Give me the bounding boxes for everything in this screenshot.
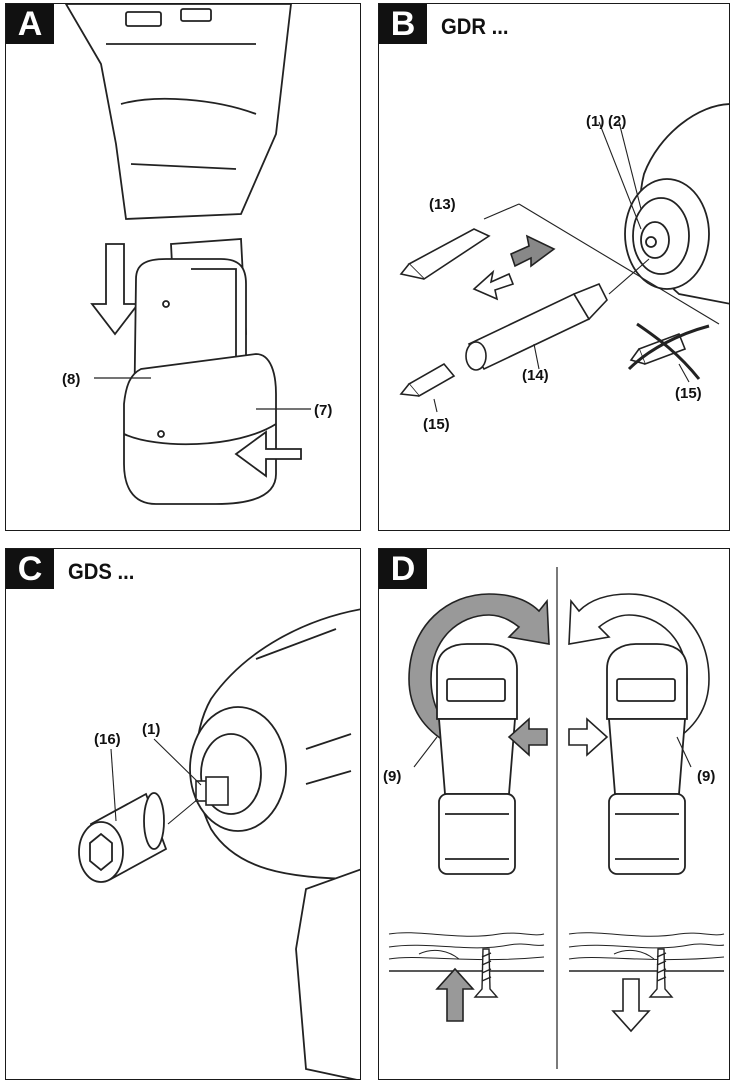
panel-b-badge: B <box>379 4 427 44</box>
panel-a: A (8) (7) <box>5 3 361 531</box>
panel-a-badge: A <box>6 4 54 44</box>
tool-chuck <box>624 103 729 305</box>
label-release-7: (7) <box>314 402 332 419</box>
label-switch-9-right: (9) <box>697 768 715 785</box>
label-part-1: (1) <box>586 113 604 130</box>
wood-board-left <box>388 932 545 972</box>
panel-a-illustration: (8) (7) <box>62 4 332 505</box>
tool-top-view-left <box>436 643 518 875</box>
label-part-2: (2) <box>608 113 626 130</box>
tool-handle <box>64 4 292 220</box>
panel-b-illustration: (1) (2) (13) (14) (15) (15) <box>399 103 729 433</box>
screw-right <box>648 948 674 998</box>
label-bit-13: (13) <box>429 196 456 213</box>
square-anvil <box>195 776 229 806</box>
label-socket-16: (16) <box>94 731 121 748</box>
label-anvil-1: (1) <box>142 721 160 738</box>
screwdriver-bit-13 <box>399 228 491 281</box>
wood-board-right <box>568 932 725 972</box>
switch-push-arrow-right-icon <box>568 717 609 757</box>
panel-c-badge: C <box>6 549 54 589</box>
label-battery-8: (8) <box>62 371 80 388</box>
panel-c-illustration: (16) (1) <box>78 608 360 1079</box>
screw-out-arrow-icon <box>611 978 651 1033</box>
battery-pack <box>123 238 277 505</box>
switch-push-arrow-left-icon <box>507 717 548 757</box>
tool-top-view-right <box>606 643 688 875</box>
panel-c: C GDS ... (16) (1) <box>5 548 361 1080</box>
panel-b-title: GDR ... <box>441 14 509 39</box>
label-bit-15-right: (15) <box>675 385 702 402</box>
bit-holder-14 <box>465 282 608 371</box>
panel-b: B GDR ... <box>378 3 730 531</box>
screw-left <box>473 948 499 998</box>
screwdriver-bit-15-crossed <box>627 322 710 380</box>
impact-wrench-body <box>189 608 360 1079</box>
screw-in-arrow-icon <box>435 967 475 1022</box>
panel-d-illustration: (9) (9) <box>383 567 725 1069</box>
panel-c-title: GDS ... <box>68 559 135 584</box>
label-bit-15-left: (15) <box>423 416 450 433</box>
screwdriver-bit-15-left <box>399 362 456 398</box>
label-holder-14: (14) <box>522 367 549 384</box>
release-arrow-icon <box>234 430 302 478</box>
panel-d-badge: D <box>379 549 427 589</box>
panel-d: D <box>378 548 730 1080</box>
label-switch-9-left: (9) <box>383 768 401 785</box>
insert-arrow-icon <box>90 243 140 336</box>
socket-16 <box>78 792 168 883</box>
insert-arrows-icon <box>472 234 556 301</box>
